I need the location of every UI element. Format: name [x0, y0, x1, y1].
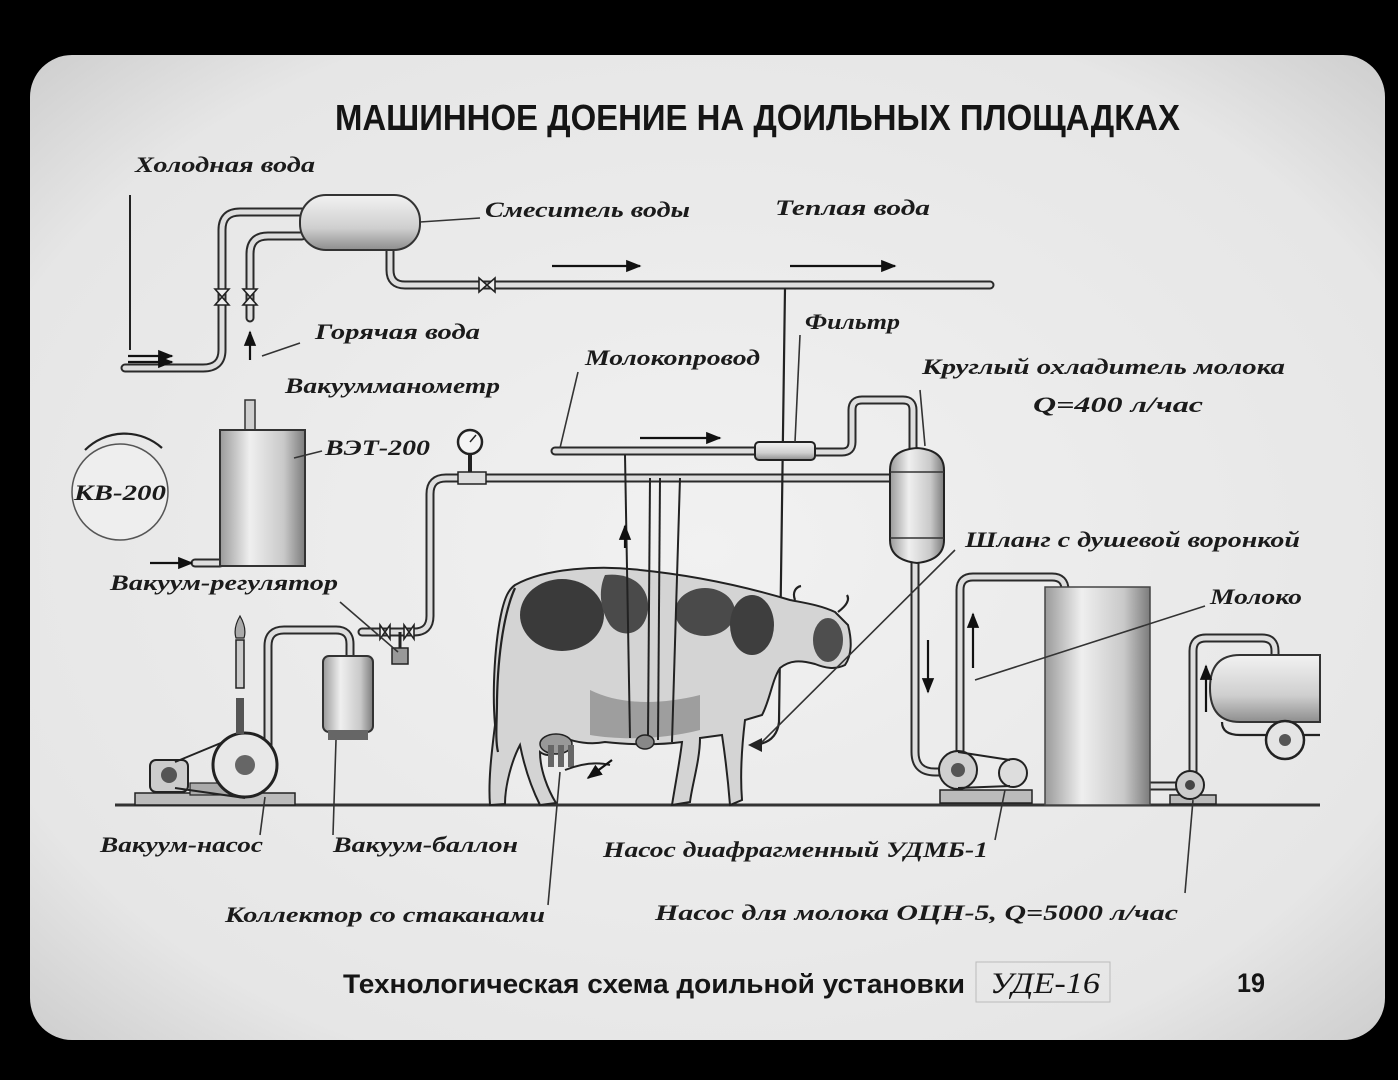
- vacuum-valve-1: [379, 622, 391, 642]
- shower-funnel: [748, 738, 762, 752]
- slide-title: МАШИННОЕ ДОЕНИЕ НА ДОИЛЬНЫХ ПЛОЩАДКАХ: [335, 97, 1180, 138]
- label-vacuum-tank: Вакуум-баллон: [332, 832, 518, 857]
- caption-text: Технологическая схема доильной установки: [343, 969, 965, 999]
- label-heater: ВЭТ-200: [324, 435, 430, 460]
- vacuum-regulator: [391, 632, 409, 665]
- cold-water-valve: [213, 288, 231, 306]
- milk-cooler: [889, 446, 945, 565]
- label-cold-water: Холодная вода: [134, 152, 315, 177]
- flow-arrows: [128, 259, 1213, 779]
- shower-hose: [759, 287, 787, 746]
- label-vacuum-gauge: Вакуумманометр: [284, 373, 500, 398]
- label-warm-water: Теплая вода: [775, 195, 930, 220]
- label-milk: Молоко: [1209, 584, 1302, 609]
- milk-tank: [1044, 586, 1151, 806]
- label-cooler: Круглый охладитель молока: [921, 354, 1285, 379]
- water-mixer-tank: [299, 194, 421, 251]
- milk-pump: [1169, 770, 1217, 805]
- label-collector: Коллектор со стаканами: [224, 902, 545, 927]
- vacuum-pump: [134, 614, 296, 806]
- caption-model-box: [975, 961, 1111, 1003]
- label-filter: Фильтр: [805, 309, 900, 334]
- vacuum-tank: [322, 655, 374, 740]
- label-water-mixer: Смеситель воды: [485, 197, 690, 222]
- warm-water-valve: [478, 276, 496, 294]
- hot-water-valve: [241, 288, 259, 306]
- vacuum-gauge: [456, 428, 487, 485]
- kv-200-boiler: [71, 432, 169, 541]
- label-milk-pipeline: Молокопровод: [584, 345, 760, 370]
- label-vacuum-regulator: Вакуум-регулятор: [109, 570, 338, 595]
- label-pointers: [259, 217, 1206, 906]
- vacuum-valve-2: [403, 622, 415, 642]
- milk-truck-tank: [1208, 654, 1321, 761]
- kv-200-label: КВ-200: [73, 480, 166, 505]
- label-hot-water: Горячая вода: [314, 319, 480, 344]
- valves: [213, 276, 496, 642]
- label-vacuum-pump: Вакуум-насос: [99, 832, 264, 857]
- diaphragm-pump: [938, 750, 1033, 804]
- label-cooler-capacity: Q=400 л/час: [1033, 392, 1203, 417]
- caption-model: УДЕ-16: [990, 967, 1100, 1000]
- frame-number: 19: [1237, 968, 1265, 998]
- cow: [488, 566, 852, 807]
- label-diaphragm-pump: Насос диафрагменный УДМБ-1: [602, 837, 988, 862]
- label-shower-hose: Шланг с душевой воронкой: [964, 527, 1300, 552]
- filter: [754, 441, 816, 461]
- water-heater: [219, 399, 306, 567]
- label-milk-pump: Насос для молока ОЦН-5, Q=5000 л/час: [654, 900, 1179, 925]
